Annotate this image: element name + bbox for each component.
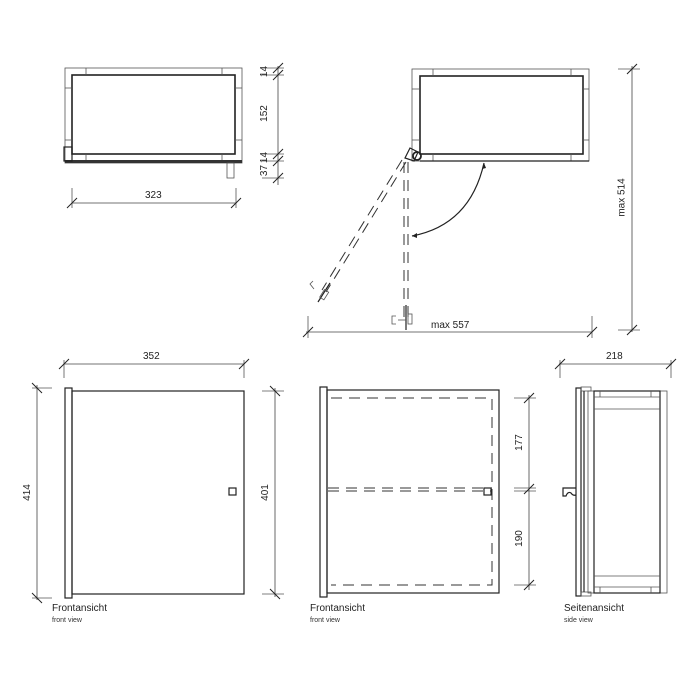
dim-front-height-total: 414 xyxy=(21,484,33,501)
dim-max-width: max 557 xyxy=(431,320,470,331)
dim-front-width: 352 xyxy=(143,351,160,362)
dim-back-panel: 14 xyxy=(259,65,271,78)
dim-front-panel: 14 xyxy=(259,151,271,164)
front-view-subtitle: front view xyxy=(52,617,82,624)
dim-handle: 37 xyxy=(259,164,271,177)
top-view-closed xyxy=(63,62,284,209)
front-view-inner xyxy=(319,386,536,598)
dim-depth-inner: 152 xyxy=(258,105,270,122)
front-view-title: Frontansicht xyxy=(52,603,108,614)
dim-front-height-body: 401 xyxy=(259,484,271,501)
top-view-open xyxy=(302,63,640,338)
side-view-title: Seitenansicht xyxy=(564,603,625,614)
dim-lower-compartment: 190 xyxy=(513,530,525,547)
front-view xyxy=(31,358,284,604)
dim-upper-compartment: 177 xyxy=(513,434,525,451)
dim-width-top: 323 xyxy=(145,190,162,201)
side-view xyxy=(554,358,677,597)
dim-side-depth: 218 xyxy=(606,351,623,362)
front-view-inner-subtitle: front view xyxy=(310,617,340,624)
dim-max-depth: max 514 xyxy=(616,178,628,217)
front-view-inner-title: Frontansicht xyxy=(310,603,366,614)
side-view-subtitle: side view xyxy=(564,617,593,624)
